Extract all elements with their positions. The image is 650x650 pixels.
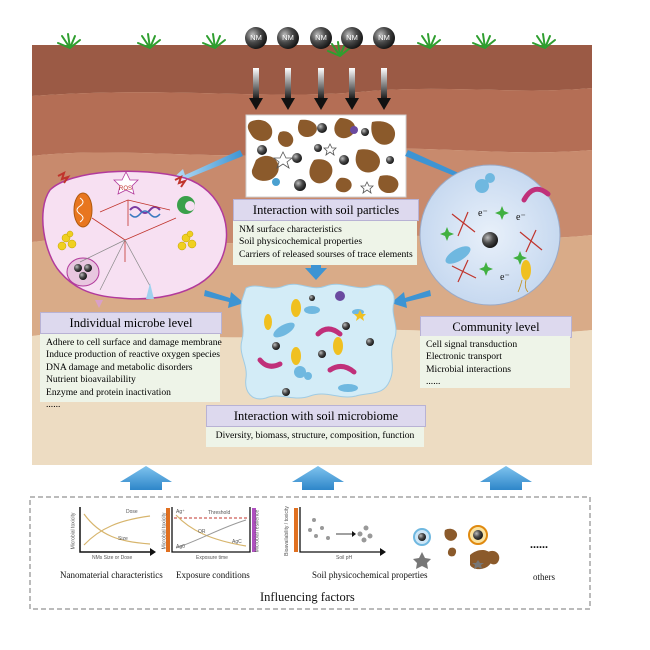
factor-up-arrows bbox=[120, 466, 532, 490]
influencing-factors-title: Influencing factors bbox=[260, 590, 355, 604]
exposure-xlabel: Exposure time bbox=[196, 555, 228, 561]
exposure-ag0: Ag0 bbox=[176, 544, 185, 550]
nm-downward-arrows bbox=[249, 68, 391, 110]
community-item: Electronic transport bbox=[426, 351, 502, 363]
influencing-factors-frame bbox=[29, 496, 591, 610]
community-circle bbox=[419, 164, 561, 306]
exposure-agc: AgC bbox=[232, 539, 242, 545]
nano-curve-size: Size bbox=[118, 536, 128, 542]
electron-label-2: e⁻ bbox=[516, 212, 526, 223]
soil-ylabel: Bioavailability / toxicity bbox=[283, 506, 290, 556]
nano-ylabel: Microbial toxicity bbox=[70, 512, 77, 550]
soil-particle-panel bbox=[245, 114, 407, 198]
soil-ph-graph bbox=[294, 507, 386, 556]
exposure-caption: Exposure conditions bbox=[176, 570, 250, 580]
microbiome-text: Diversity, biomass, structure, compositi… bbox=[215, 430, 415, 441]
nm-label-4: NM bbox=[346, 33, 358, 42]
electron-label-1: e⁻ bbox=[478, 208, 488, 219]
exposure-ylabel: Microbial toxicity bbox=[161, 512, 168, 550]
exposure-or: OR bbox=[198, 529, 206, 535]
individual-microbe-cell bbox=[42, 170, 228, 308]
individual-item: Nutrient bioavailability bbox=[46, 374, 136, 386]
soil-caption: Soil physicochemical properties bbox=[312, 570, 428, 580]
individual-item: Adhere to cell surface and damage membra… bbox=[46, 337, 222, 348]
individual-level-body: Adhere to cell surface and damage membra… bbox=[40, 334, 222, 410]
nano-xlabel: NMs Size or Dose bbox=[92, 555, 133, 561]
community-item: ...... bbox=[426, 376, 441, 388]
nano-curve-dose: Dose bbox=[126, 509, 138, 515]
soil-particles-item: Carriers of released sourses of trace el… bbox=[239, 248, 413, 260]
soil-particles-item: Soil physicochemical properties bbox=[239, 236, 363, 248]
soil-particles-body: NM surface characteristics Soil physicoc… bbox=[233, 221, 417, 265]
electron-label-3: e⁻ bbox=[500, 272, 510, 283]
exposure-threshold: Threshold bbox=[208, 510, 231, 516]
nano-caption: Nanomaterial characteristics bbox=[60, 570, 163, 580]
exposure-graph bbox=[166, 507, 256, 553]
nm-label-3: NM bbox=[315, 33, 327, 42]
nm-label-5: NM bbox=[378, 33, 390, 42]
others-label: others bbox=[533, 572, 555, 582]
others-ellipsis: ...... bbox=[530, 537, 548, 551]
soil-xlabel: Soil pH bbox=[336, 555, 353, 561]
microbiome-patch bbox=[240, 283, 397, 400]
individual-level-title: Individual microbe level bbox=[40, 312, 222, 334]
nm-label-1: NM bbox=[250, 33, 262, 42]
microbiome-title: Interaction with soil microbiome bbox=[206, 405, 426, 427]
exposure-ylabel2: Microbial resilience bbox=[254, 509, 261, 553]
community-item: Cell signal transduction bbox=[426, 339, 518, 350]
microbiome-body: Diversity, biomass, structure, compositi… bbox=[206, 427, 424, 447]
individual-item: DNA damage and metabolic disorders bbox=[46, 361, 193, 373]
individual-item: Induce production of reactive oxygen spe… bbox=[46, 349, 220, 361]
individual-item: Enzyme and protein inactivation bbox=[46, 386, 171, 398]
soil-particles-title: Interaction with soil particles bbox=[233, 199, 419, 221]
ros-label: ROS bbox=[119, 186, 133, 192]
nm-label-2: NM bbox=[282, 33, 294, 42]
soil-particles-item: NM surface characteristics bbox=[239, 224, 342, 235]
individual-item: ...... bbox=[46, 399, 61, 411]
nm-particles bbox=[245, 27, 395, 49]
soil-property-icons bbox=[413, 525, 500, 570]
community-level-body: Cell signal transduction Electronic tran… bbox=[420, 336, 570, 388]
grass bbox=[57, 33, 556, 57]
exposure-agplus: Ag⁺ bbox=[176, 509, 185, 515]
nanomaterial-graph bbox=[79, 507, 156, 556]
community-item: Microbial interactions bbox=[426, 363, 511, 375]
community-level-title: Community level bbox=[420, 316, 572, 338]
